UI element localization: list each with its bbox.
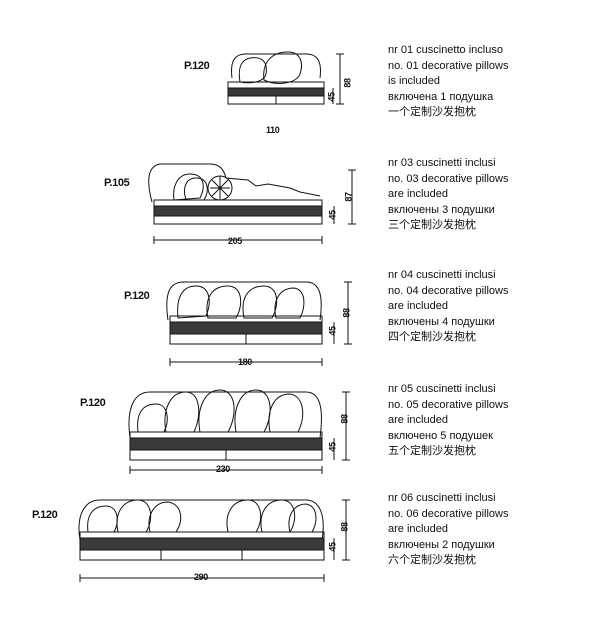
desc-line: no. 06 decorative pillows — [388, 507, 509, 520]
desc-line: are included — [388, 523, 448, 535]
desc-line: 三个定制沙发抱枕 — [388, 219, 476, 231]
sofa-row-4: P.120 230 88 45 nr 05 cuscinetti inclusi… — [0, 378, 602, 488]
width-dimension: 205 — [228, 236, 242, 246]
depth-code: P.105 — [104, 177, 130, 189]
desc-line: nr 03 cuscinetti inclusi — [388, 157, 496, 169]
pillow-description: nr 03 cuscinetti inclusi no. 03 decorati… — [388, 156, 508, 234]
sofa-row-3: P.120 180 88 45 nr 04 cuscinetti inclusi… — [0, 262, 602, 382]
desc-line: no. 03 decorative pillows — [388, 172, 509, 185]
desc-line: are included — [388, 188, 448, 200]
total-height-dimension: 87 — [343, 192, 354, 202]
desc-line: nr 01 cuscinetto incluso — [388, 44, 503, 56]
desc-line: включено 5 подушек — [388, 429, 493, 442]
sofa-row-2: P.105 205 87 45 nr 03 cuscinetti inclusi… — [0, 140, 602, 260]
total-height-dimension: 88 — [339, 414, 350, 424]
desc-line: 五个定制沙发抱枕 — [388, 445, 476, 457]
desc-line: включена 1 подушка — [388, 90, 494, 103]
seat-height-dimension: 45 — [326, 92, 337, 102]
total-height-dimension: 88 — [341, 308, 352, 318]
desc-line: включены 3 подушки — [388, 203, 495, 216]
sofa-drawing — [166, 281, 352, 366]
sofa-drawing — [148, 163, 356, 244]
sofa-row-5: P.120 290 88 45 nr 06 cuscinetti inclusi… — [0, 488, 602, 608]
sofa-drawing — [128, 389, 350, 474]
total-height-dimension: 88 — [339, 522, 350, 532]
depth-code: P.120 — [80, 397, 106, 409]
desc-line: no. 04 decorative pillows — [388, 284, 509, 297]
desc-line: включены 2 подушки — [388, 538, 495, 551]
desc-line: nr 06 cuscinetti inclusi — [388, 492, 496, 504]
desc-line: nr 04 cuscinetti inclusi — [388, 269, 496, 281]
depth-code: P.120 — [184, 60, 210, 72]
seat-height-dimension: 45 — [327, 542, 338, 552]
total-height-dimension: 88 — [342, 78, 353, 88]
seat-height-dimension: 45 — [327, 442, 338, 452]
seat-height-dimension: 45 — [327, 326, 338, 336]
desc-line: nr 05 cuscinetti inclusi — [388, 383, 496, 395]
sofa-row-1: P.120 110 88 45 nr 01 cuscinetto incluso… — [0, 0, 602, 135]
pillow-description: nr 05 cuscinetti inclusi no. 05 decorati… — [388, 382, 508, 460]
desc-line: 一个定制沙发抱枕 — [388, 106, 476, 118]
depth-code: P.120 — [32, 509, 58, 521]
width-dimension: 230 — [216, 464, 230, 474]
pillow-description: nr 04 cuscinetti inclusi no. 04 decorati… — [388, 268, 508, 346]
desc-line: no. 05 decorative pillows — [388, 398, 509, 411]
sofa-drawing — [227, 51, 344, 105]
desc-line: no. 01 decorative pillows — [388, 59, 509, 72]
desc-line: 四个定制沙发抱枕 — [388, 331, 476, 343]
width-dimension: 180 — [238, 357, 252, 367]
desc-line: are included — [388, 414, 448, 426]
width-dimension: 110 — [266, 125, 280, 135]
desc-line: are included — [388, 300, 448, 312]
desc-line: is included — [388, 75, 440, 87]
width-dimension: 290 — [194, 572, 208, 582]
sofa-drawing — [78, 499, 350, 582]
seat-height-dimension: 45 — [327, 210, 338, 220]
desc-line: 六个定制沙发抱枕 — [388, 554, 476, 566]
pillow-description: nr 01 cuscinetto incluso no. 01 decorati… — [388, 43, 508, 121]
depth-code: P.120 — [124, 290, 150, 302]
desc-line: включены 4 подушки — [388, 315, 495, 328]
pillow-description: nr 06 cuscinetti inclusi no. 06 decorati… — [388, 491, 508, 569]
